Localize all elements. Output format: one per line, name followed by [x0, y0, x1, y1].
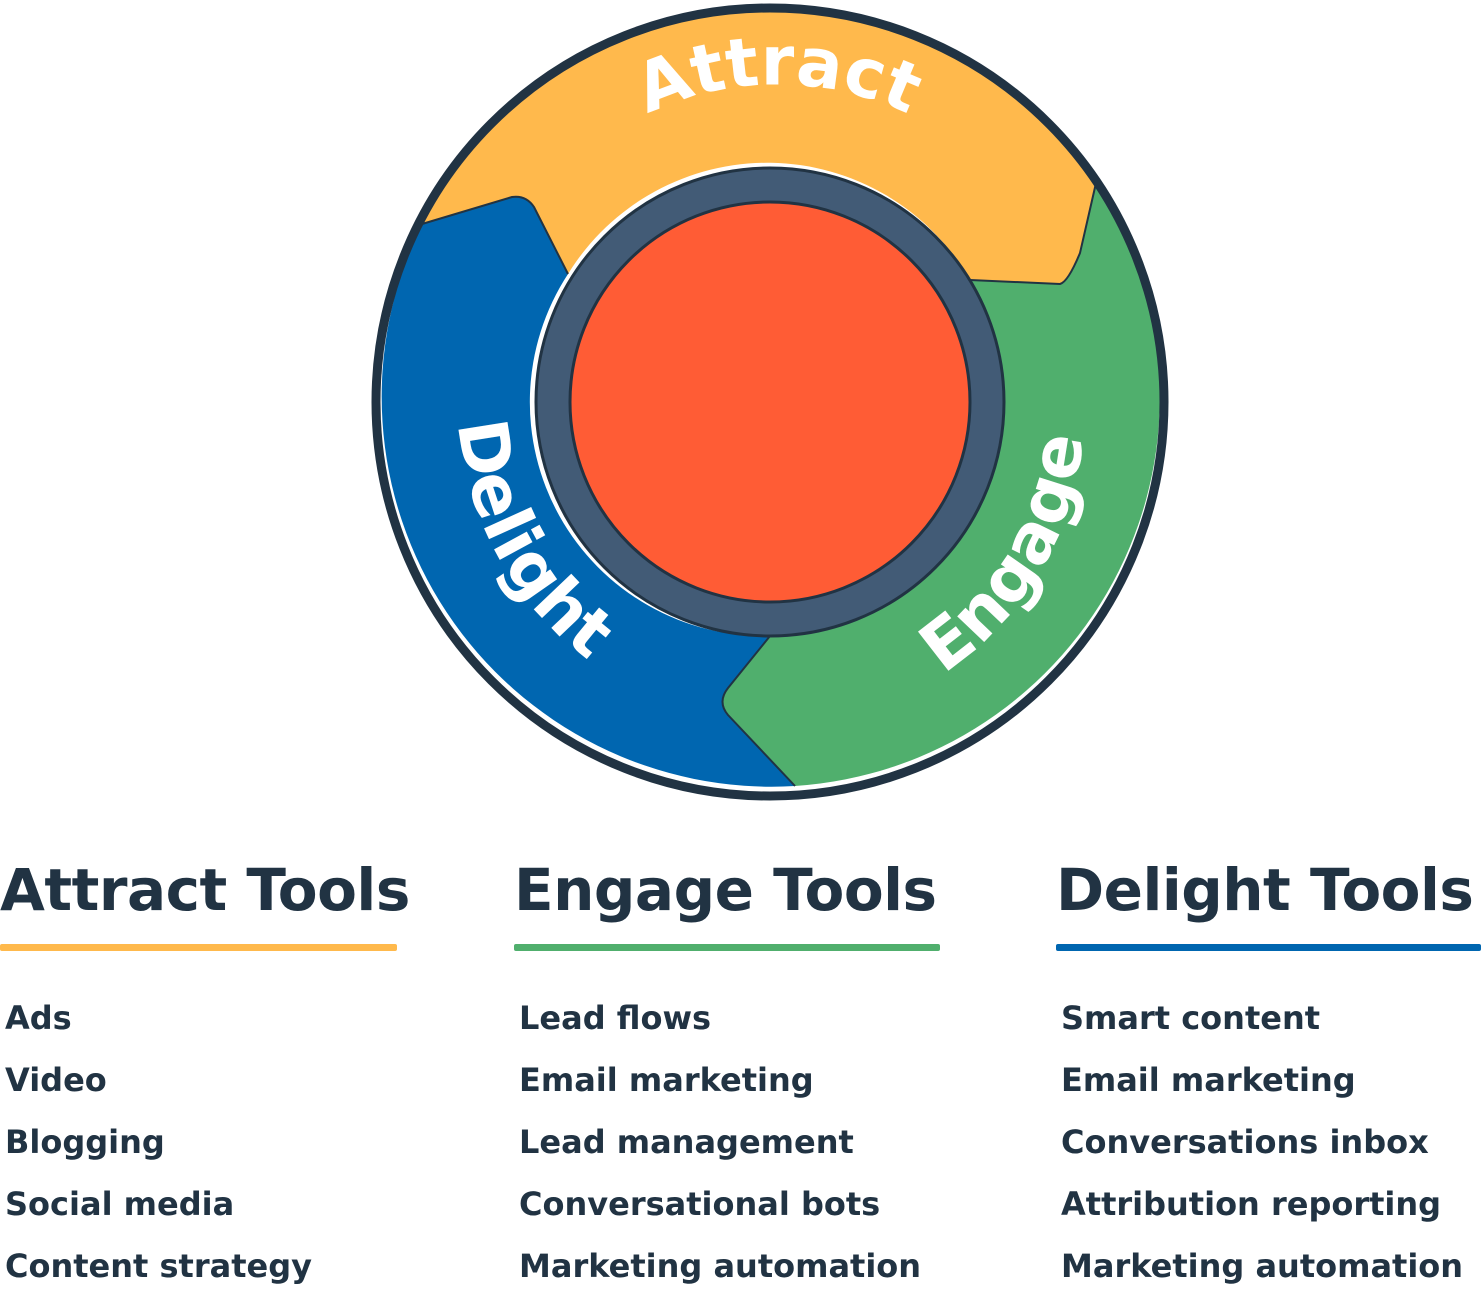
engage-tools-underline [514, 944, 940, 951]
attract-tools-title: Attract Tools [0, 856, 410, 924]
engage-tools-title: Engage Tools [514, 856, 937, 924]
list-item: Marketing automation [1061, 1247, 1464, 1285]
list-item: Lead management [519, 1123, 854, 1161]
delight-tools-column: Delight Tools Smart content Email market… [1056, 848, 1481, 1297]
list-item: Smart content [1061, 999, 1321, 1037]
list-item: Conversations inbox [1061, 1123, 1429, 1161]
list-item: Content strategy [5, 1247, 312, 1285]
list-item: Marketing automation [519, 1247, 922, 1285]
delight-tools-underline [1056, 944, 1481, 951]
attract-segment [422, 8, 1096, 284]
engage-tools-column: Engage Tools Lead flows Email marketing … [514, 848, 944, 1297]
flywheel-hub [568, 200, 972, 604]
list-item: Blogging [5, 1123, 165, 1161]
list-item: Lead flows [519, 999, 712, 1037]
list-item: Email marketing [519, 1061, 814, 1099]
attract-tools-column: Attract Tools Ads Video Blogging Social … [0, 848, 410, 1297]
engage-segment [722, 183, 1160, 786]
delight-tools-title: Delight Tools [1056, 856, 1474, 924]
list-item: Email marketing [1061, 1061, 1356, 1099]
list-item: Conversational bots [519, 1185, 881, 1223]
delight-segment [381, 196, 795, 787]
list-item: Social media [5, 1185, 235, 1223]
list-item: Attribution reporting [1061, 1185, 1442, 1223]
flywheel-diagram: Attract Engage Delight [371, 3, 1169, 801]
attract-tools-underline [0, 944, 397, 951]
attract-tools-list: Ads Video Blogging Social media Content … [0, 987, 400, 1297]
list-item: Ads [5, 999, 72, 1037]
engage-tools-list: Lead flows Email marketing Lead manageme… [514, 987, 944, 1297]
list-item: Video [5, 1061, 107, 1099]
delight-tools-list: Smart content Email marketing Conversati… [1056, 987, 1481, 1297]
